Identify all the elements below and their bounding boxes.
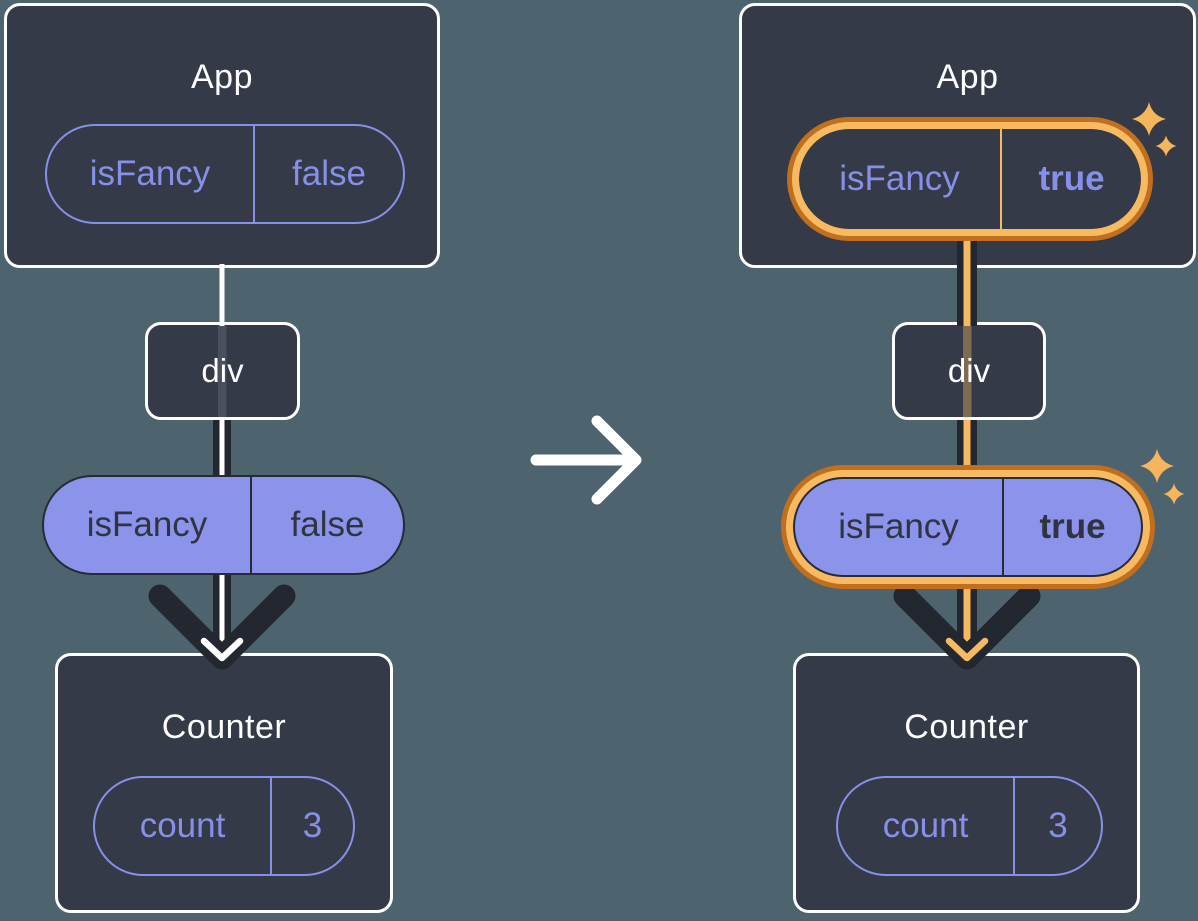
before-counter-card: Counter count 3 [55, 653, 393, 913]
state-value: true [1000, 129, 1141, 229]
prop-key: isFancy [86, 505, 208, 544]
prop-value: true [1002, 479, 1141, 575]
after-connector [893, 230, 1041, 670]
state-value: false [253, 126, 403, 222]
state-value: 3 [1013, 778, 1101, 874]
big-chevron-arrow-icon [148, 584, 296, 670]
before-counter-state-pill: count 3 [93, 776, 355, 876]
big-chevron-arrow-icon [893, 584, 1041, 670]
before-div-label: div [201, 352, 244, 389]
after-app-state-pill-highlighted: isFancy true [799, 129, 1141, 229]
state-key: isFancy [839, 159, 960, 198]
sparkle-icon [1140, 449, 1174, 483]
after-app-card: App isFancy true [739, 3, 1196, 268]
state-value: 3 [270, 778, 353, 874]
transition-arrow-right-icon [530, 415, 642, 505]
before-app-card: App isFancy false [4, 3, 440, 268]
after-div-label: div [947, 352, 991, 389]
state-key: count [882, 806, 969, 845]
before-app-state-pill: isFancy false [45, 124, 405, 224]
after-counter-title: Counter [904, 708, 1029, 746]
prop-value: false [250, 477, 403, 573]
before-prop-pill: isFancy false [42, 475, 405, 575]
state-key: isFancy [89, 154, 211, 193]
state-key: count [139, 806, 226, 845]
after-app-title: App [936, 58, 999, 96]
before-app-title: App [191, 58, 253, 96]
after-counter-card: Counter count 3 [793, 653, 1140, 913]
prop-key: isFancy [838, 507, 959, 546]
before-div-card: div [145, 322, 300, 420]
sparkle-icon [1163, 483, 1185, 505]
before-counter-title: Counter [161, 708, 287, 746]
sparkles-prop-pill [1140, 449, 1185, 505]
after-counter-state-pill: count 3 [836, 776, 1103, 876]
after-prop-pill-highlighted: isFancy true [793, 477, 1143, 577]
after-div-card: div [892, 322, 1046, 420]
